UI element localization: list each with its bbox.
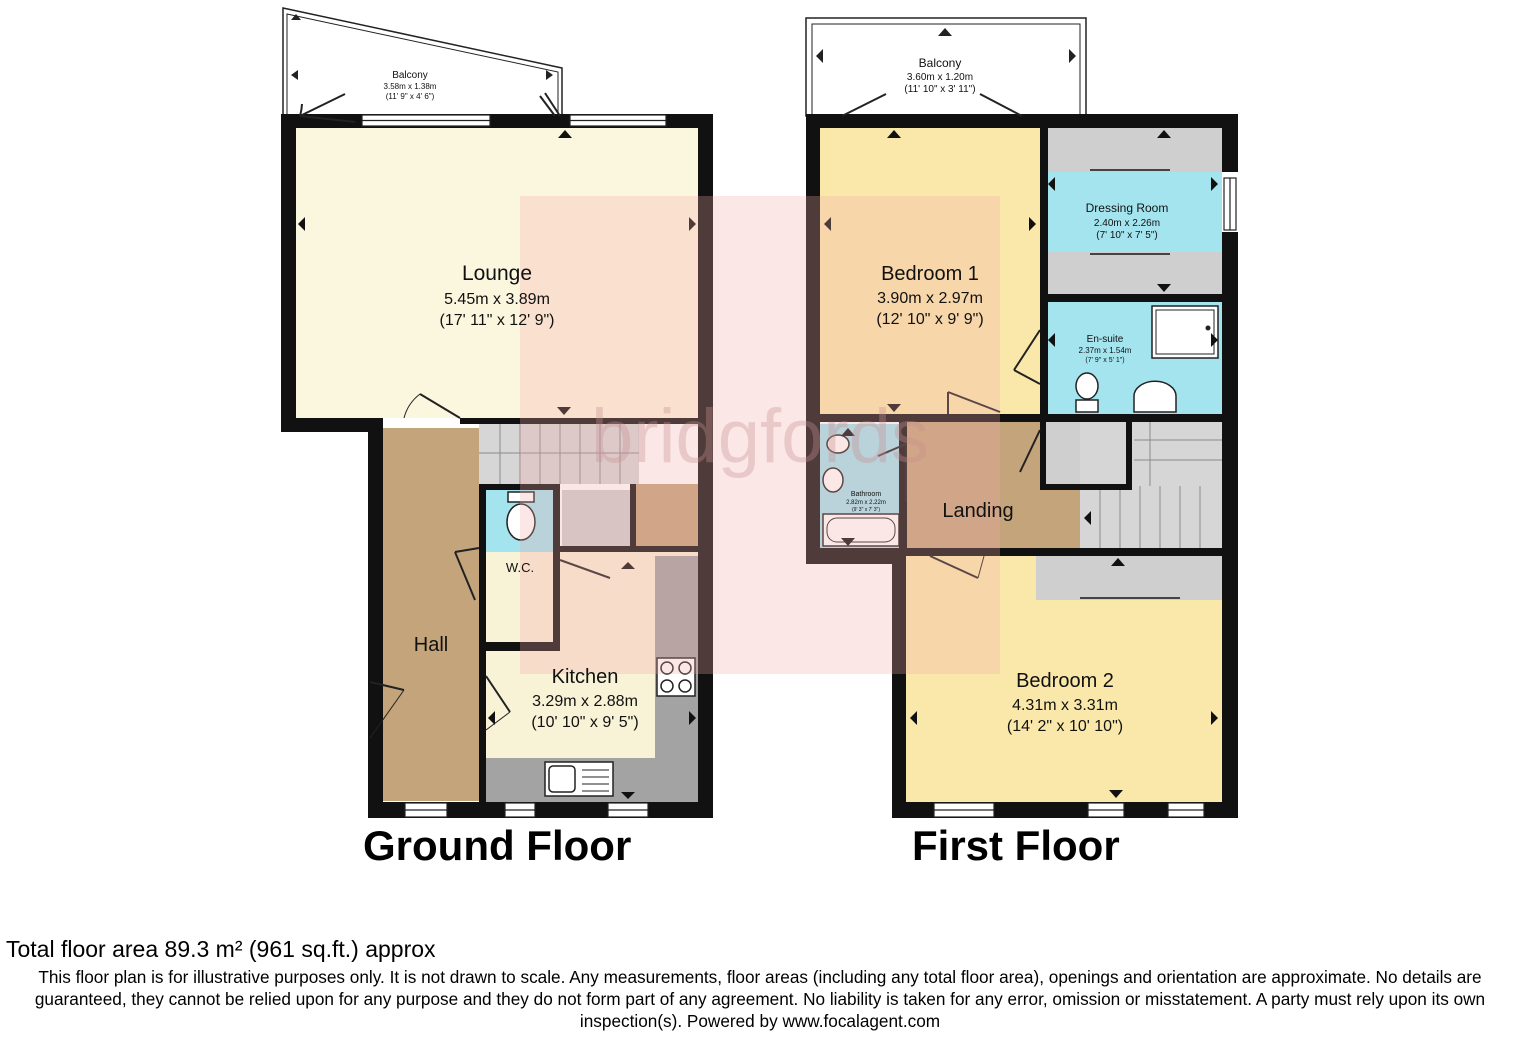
sink-icon <box>544 761 614 797</box>
bathroom-label: Bathroom <box>851 491 882 498</box>
hall-room <box>383 428 479 801</box>
bathroom-dims-m: 2.82m x 2.22m <box>846 500 886 506</box>
bedroom-1-dims-m: 3.90m x 2.97m <box>877 290 983 307</box>
first-floor-title: First Floor <box>912 822 1120 869</box>
bedroom-2-dims-ft: (14' 2" x 10' 10") <box>1007 718 1123 735</box>
ground-floor-plan <box>281 7 713 818</box>
first-balcony-dims-m: 3.60m x 1.20m <box>907 72 973 83</box>
dressing-room-dims-ft: (7' 10" x 7' 5") <box>1096 230 1158 241</box>
bath-icon <box>822 513 900 547</box>
first-windows <box>933 177 1237 818</box>
dressing-room-dims-m: 2.40m x 2.26m <box>1094 218 1160 229</box>
first-floor-plan <box>805 17 1238 818</box>
kitchen-dims-m: 3.29m x 2.88m <box>532 693 638 710</box>
kitchen-label: Kitchen <box>552 666 619 688</box>
hob-icon <box>656 657 696 697</box>
bedroom-1-dims-ft: (12' 10" x 9' 9") <box>876 311 983 328</box>
total-floor-area: Total floor area 89.3 m² (961 sq.ft.) ap… <box>6 936 436 962</box>
shower-icon <box>1151 305 1219 359</box>
first-balcony <box>805 17 1087 117</box>
ground-cupboard <box>562 490 630 546</box>
bedroom-2-dims-m: 4.31m x 3.31m <box>1012 697 1118 714</box>
wardrobe <box>1036 556 1222 600</box>
first-doors <box>841 93 1041 579</box>
lounge-room <box>296 128 698 418</box>
ground-balcony-label: Balcony <box>392 70 428 81</box>
floor-plan: bridgfords Balcony 3.58m x 1.38m (11' 9"… <box>281 7 1238 818</box>
bathroom-dims-ft: (9' 3" x 7' 3") <box>852 507 880 513</box>
ground-arrows <box>298 130 696 799</box>
wc-label: W.C. <box>506 560 534 575</box>
bedroom-1-room <box>820 128 1040 416</box>
bedroom-1-label: Bedroom 1 <box>881 263 979 285</box>
ground-windows <box>361 114 667 818</box>
watermark-text: bridgfords <box>591 394 929 479</box>
hall-label: Hall <box>414 634 448 656</box>
en-suite-label: En-suite <box>1087 334 1124 345</box>
room-labels: Balcony 3.58m x 1.38m (11' 9" x 4' 6") L… <box>384 56 1169 735</box>
dressing-room-label: Dressing Room <box>1086 201 1169 215</box>
bedroom-2-label: Bedroom 2 <box>1016 670 1114 692</box>
dressing-room-room <box>1042 172 1222 252</box>
ground-balcony-dims-m: 3.58m x 1.38m <box>384 82 437 91</box>
first-balcony-dims-ft: (11' 10" x 3' 11") <box>904 84 975 95</box>
lounge-dims-ft: (17' 11" x 12' 9") <box>439 312 554 329</box>
en-suite-dims-m: 2.37m x 1.54m <box>1079 346 1132 355</box>
first-arrows <box>824 130 1218 798</box>
landing-label: Landing <box>942 500 1013 522</box>
watermark: bridgfords <box>520 196 1000 674</box>
ground-floor-title: Ground Floor <box>363 822 632 869</box>
lounge-label: Lounge <box>462 262 532 285</box>
en-suite-dims-ft: (7' 9" x 5' 1") <box>1085 357 1124 364</box>
kitchen-dims-ft: (10' 10" x 9' 5") <box>531 714 638 731</box>
ground-doors <box>299 92 611 739</box>
first-balcony-label: Balcony <box>919 56 962 70</box>
disclaimer-text: This floor plan is for illustrative purp… <box>34 967 1486 1031</box>
ground-balcony-dims-ft: (11' 9" x 4' 6") <box>386 92 435 101</box>
lounge-dims-m: 5.45m x 3.89m <box>444 291 550 308</box>
